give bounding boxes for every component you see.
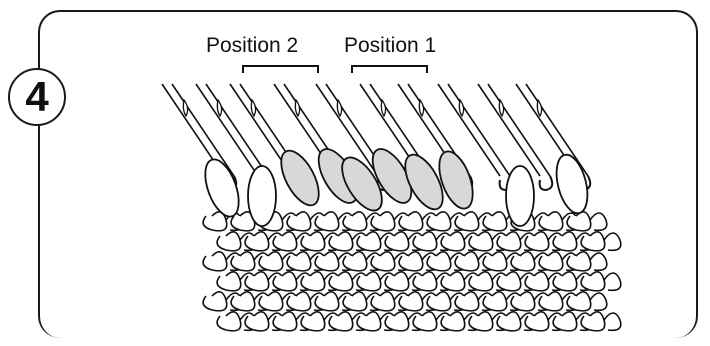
position-2-bracket — [243, 66, 318, 73]
stitch-loops — [199, 143, 593, 226]
position-1-bracket — [352, 66, 427, 73]
knitted-fabric — [203, 212, 621, 331]
raised-stitch-loop — [506, 166, 534, 226]
raised-stitch-loop — [551, 152, 593, 217]
raised-stitch-loop — [199, 155, 246, 221]
raised-stitch-loop — [248, 166, 276, 226]
